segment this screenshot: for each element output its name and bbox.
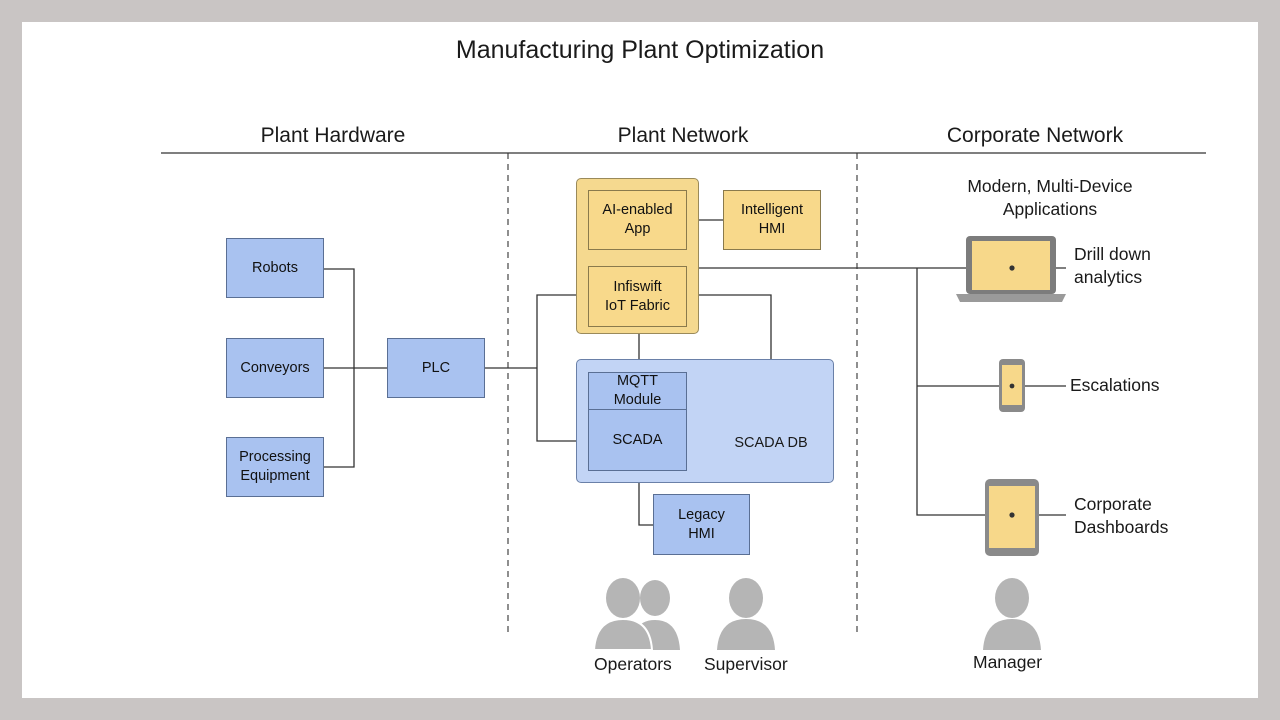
column-header-network: Plant Network [617, 124, 749, 147]
ai-enabled-app-box: AI-enabled App [588, 190, 687, 250]
processing-line1: Processing [239, 449, 311, 465]
operators-label: Operators [594, 654, 672, 674]
robots-label: Robots [252, 259, 298, 276]
wire-plc-branch [536, 294, 588, 442]
ai-app-line2: App [624, 221, 651, 237]
wires [324, 219, 1066, 526]
drill-down-label: Drill down analytics [1074, 243, 1151, 289]
ai-app-line1: AI-enabled [602, 202, 673, 218]
processing-equipment-box: Processing Equipment [226, 437, 324, 497]
legacy-hmi-line1: Legacy [678, 506, 725, 523]
scada-label: SCADA [612, 431, 663, 448]
ai-app-label: AI-enabled App [602, 201, 672, 239]
mqtt-module-label: MQTT Module [614, 372, 662, 410]
diagram-title: Manufacturing Plant Optimization [455, 36, 825, 64]
processing-equipment-label: Processing Equipment [239, 448, 311, 486]
intelligent-hmi-label: Intelligent HMI [741, 201, 803, 239]
dashboards-line1: Corporate [1074, 494, 1152, 514]
column-header-hardware: Plant Hardware [260, 124, 406, 147]
legacy-hmi-label: Legacy HMI [678, 506, 725, 544]
supervisor-label: Supervisor [704, 654, 788, 674]
conveyors-label: Conveyors [240, 359, 310, 376]
apps-header: Modern, Multi-Device Applications [920, 175, 1180, 221]
plc-box: PLC [387, 338, 485, 398]
escalations-label: Escalations [1070, 375, 1160, 395]
legacy-hmi-line2: HMI [688, 525, 715, 542]
conveyors-box: Conveyors [226, 338, 324, 398]
corporate-dashboards-label: Corporate Dashboards [1074, 493, 1168, 539]
people-group-icon [592, 578, 680, 651]
wire-corporate-bus [916, 268, 1012, 516]
dashboards-line2: Dashboards [1074, 517, 1169, 537]
intelligent-hmi-line1: Intelligent [740, 202, 804, 218]
wire-scada-legacy [638, 471, 653, 526]
intelligent-hmi-box: Intelligent HMI [723, 190, 821, 250]
iot-fabric-line2: IoT Fabric [604, 297, 670, 314]
column-header-corporate: Corporate Network [946, 124, 1124, 147]
legacy-hmi-box: Legacy HMI [653, 494, 750, 555]
apps-header-line2: Applications [1002, 199, 1098, 219]
mqtt-line1: MQTT [616, 373, 659, 389]
mqtt-line2: Module [613, 392, 662, 408]
apps-header-line1: Modern, Multi-Device [967, 176, 1133, 196]
drill-line1: Drill down [1074, 244, 1151, 264]
manager-label: Manager [973, 652, 1043, 672]
supervisor-person-icon [717, 578, 775, 650]
scada-db-label: SCADA DB [734, 435, 808, 451]
laptop-icon [956, 236, 1066, 302]
connection-lines [161, 152, 1206, 651]
mqtt-module-box: MQTT Module [588, 372, 687, 409]
iot-fabric-label: Infiswift IoT Fabric [605, 278, 670, 316]
iot-fabric-box: Infiswift IoT Fabric [588, 266, 687, 327]
diagram-canvas: Manufacturing Plant Optimization Plant H… [22, 22, 1258, 698]
plc-label: PLC [421, 359, 451, 376]
robots-box: Robots [226, 238, 324, 298]
drill-line2: analytics [1074, 267, 1143, 287]
phone-icon [999, 359, 1025, 412]
intelligent-hmi-line2: HMI [758, 221, 786, 237]
processing-line2: Equipment [240, 468, 310, 484]
iot-fabric-line1: Infiswift [613, 278, 662, 295]
scada-box: SCADA [588, 409, 687, 471]
tablet-icon [985, 479, 1039, 556]
manager-person-icon [983, 578, 1041, 650]
